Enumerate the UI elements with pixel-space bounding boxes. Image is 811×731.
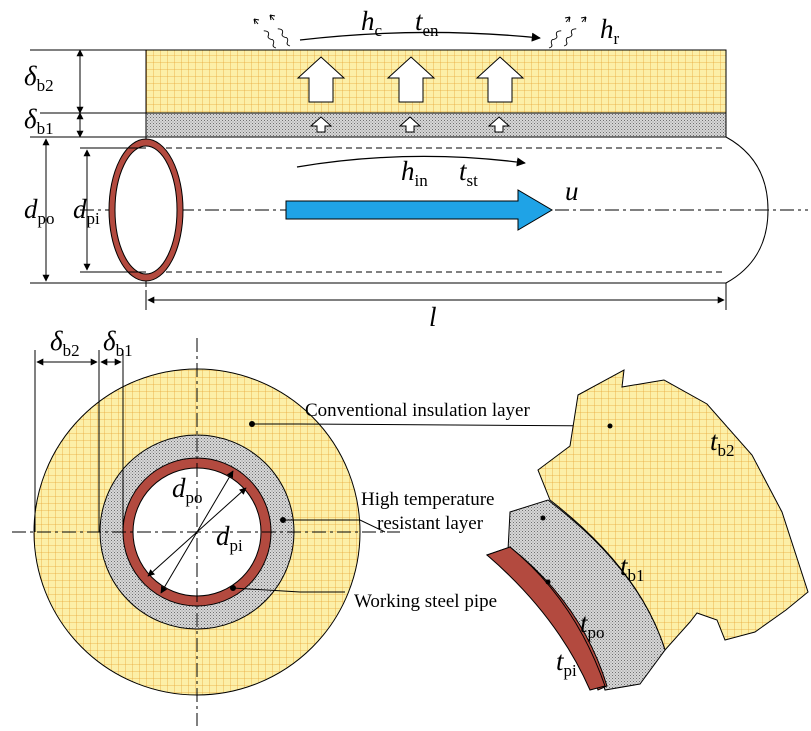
longitudinal-view: hc ten hr hin tst u δb2 δb1 dpo dpi l <box>24 6 808 332</box>
cross-section-view: δb2 δb1 dpo dpi Conventional insulation … <box>12 326 613 726</box>
label-h-c: hc <box>361 6 383 40</box>
radiation-icon-left <box>253 14 291 49</box>
resistant-band <box>145 112 727 138</box>
fragment-marker-resistant <box>540 515 546 521</box>
flow-direction-arrow <box>285 189 553 231</box>
dimension-lines-top <box>30 49 727 310</box>
label-delta-b2-top: δb2 <box>24 61 54 95</box>
label-t-st: tst <box>459 156 478 190</box>
caption-resistant-1: High temperature <box>361 489 494 510</box>
label-delta-b2-cross: δb2 <box>50 326 80 360</box>
caption-resistant-2: resistant layer <box>377 513 484 534</box>
label-t-po: tpo <box>580 608 605 642</box>
heat-flux-arrows <box>296 56 525 133</box>
label-t-b1: tb1 <box>620 551 645 585</box>
caption-steel: Working steel pipe <box>354 591 497 612</box>
layer-fragment-view: tb2 tb1 tpo tpi <box>485 369 809 691</box>
internal-flow-curve-arrow <box>296 155 526 168</box>
label-delta-b1-top: δb1 <box>24 104 54 138</box>
radiation-icon-right <box>548 16 587 49</box>
dimension-lines-cross <box>34 350 124 532</box>
label-d-po-top: dpo <box>24 194 55 228</box>
label-d-pi-top: dpi <box>73 194 100 228</box>
pipe-end-ellipse-inner <box>114 145 178 275</box>
label-u: u <box>565 176 579 206</box>
fragment-marker-steel <box>545 579 551 585</box>
fragment-marker-insulation <box>607 423 613 429</box>
label-t-en: ten <box>415 6 439 40</box>
label-d-pi-cross: dpi <box>216 521 243 555</box>
heat-arrow-small-3 <box>487 116 511 133</box>
caption-insulation: Conventional insulation layer <box>305 400 530 421</box>
heat-arrow-small-2 <box>398 116 422 133</box>
label-h-in: hin <box>401 156 428 190</box>
label-l: l <box>429 302 437 332</box>
convection-arrow <box>299 31 541 42</box>
dpi-diameter-arrow <box>160 470 234 594</box>
heat-arrow-large-1 <box>296 56 346 103</box>
outer-insulation-band <box>145 49 727 114</box>
label-h-r: hr <box>600 14 620 48</box>
label-t-pi: tpi <box>556 646 577 680</box>
label-d-po-cross: dpo <box>172 473 203 507</box>
heat-arrow-large-2 <box>386 56 436 103</box>
heat-arrow-small-1 <box>309 116 333 133</box>
label-delta-b1-cross: δb1 <box>103 326 133 360</box>
heat-arrow-large-3 <box>475 56 525 103</box>
label-t-b2: tb2 <box>710 426 735 460</box>
fragment-steel-body <box>486 546 606 691</box>
